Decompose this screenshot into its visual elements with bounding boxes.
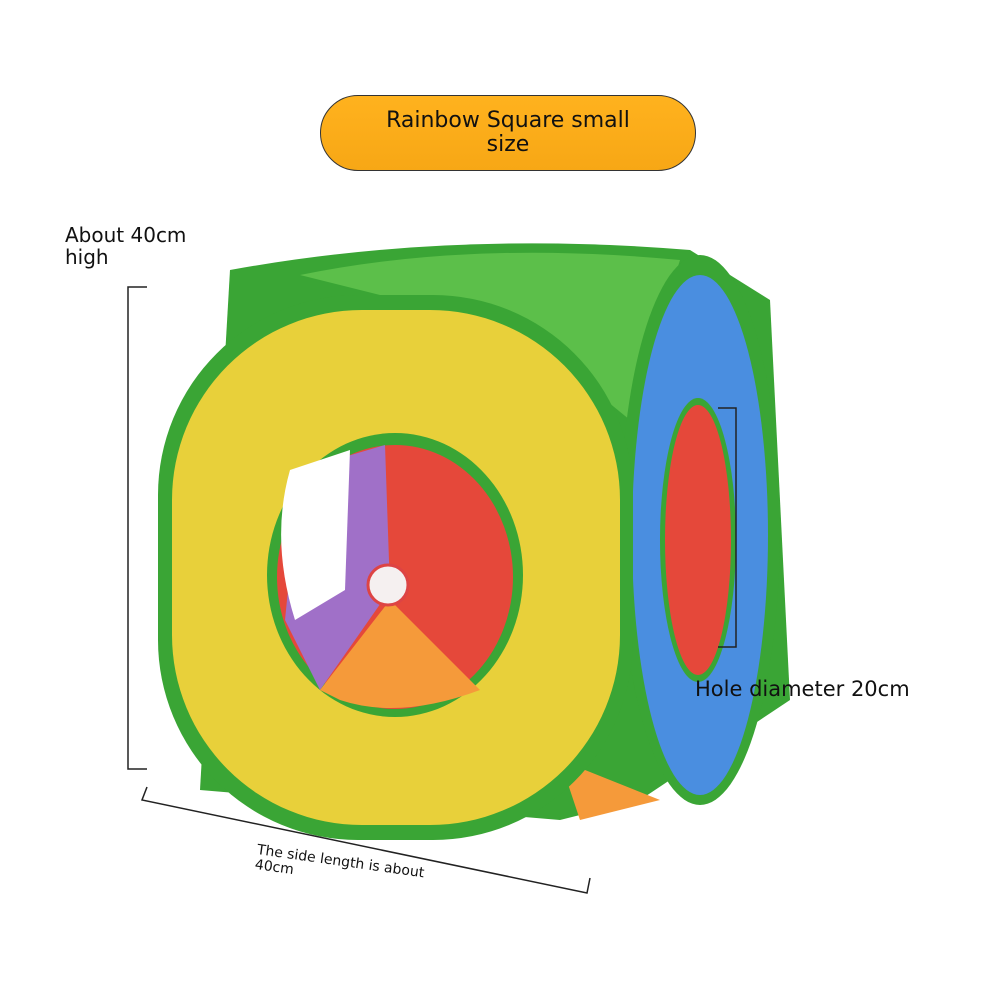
hole-diameter-label: Hole diameter 20cm [695, 677, 910, 701]
title-badge: Rainbow Square small size [320, 95, 696, 171]
title-text: Rainbow Square small size [386, 108, 630, 157]
height-label: About 40cm high [65, 223, 187, 269]
